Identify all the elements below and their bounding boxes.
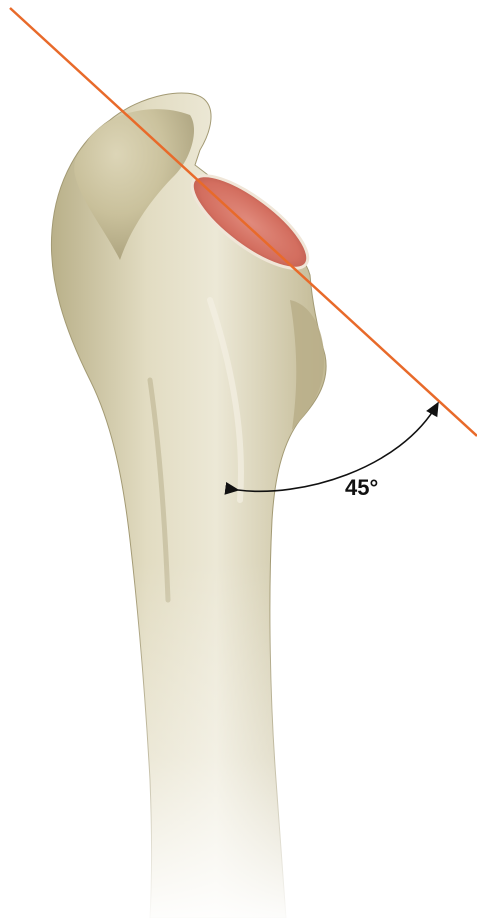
humerus-bone	[51, 93, 326, 918]
distal-fade	[130, 560, 310, 918]
angle-label: 45°	[345, 475, 378, 500]
